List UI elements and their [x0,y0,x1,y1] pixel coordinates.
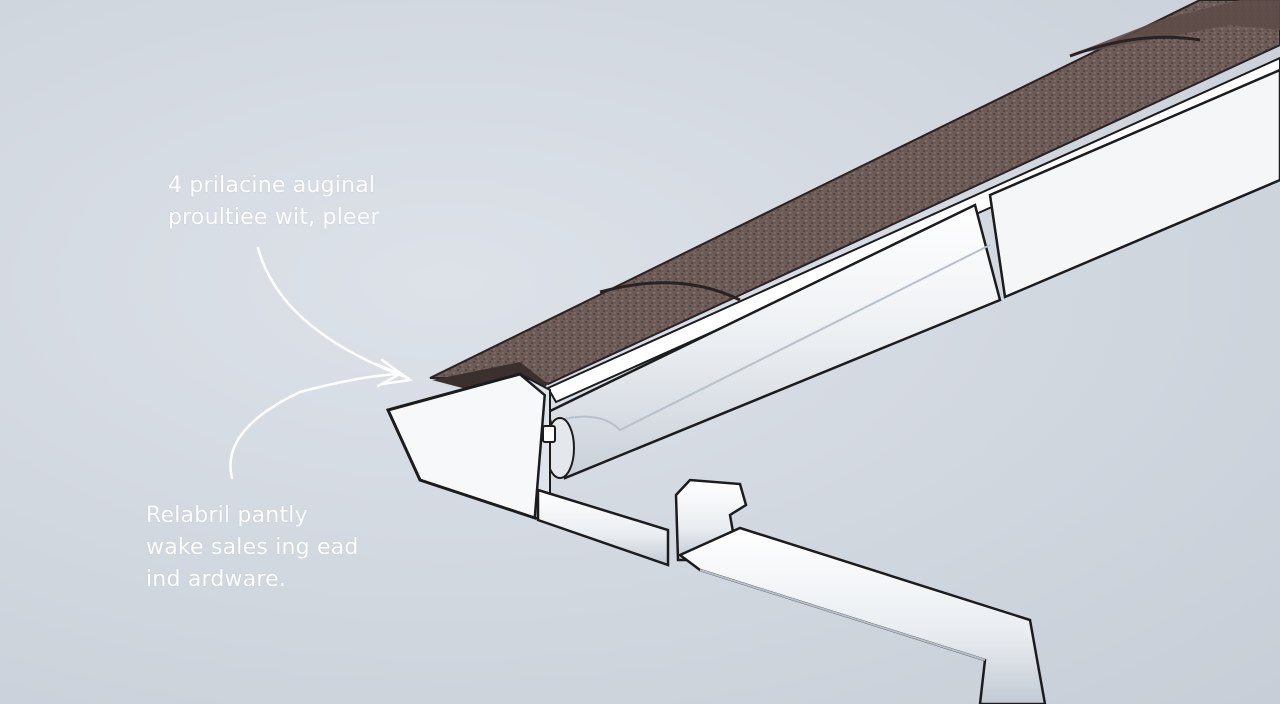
roof-shingles [429,0,1280,392]
callout-arrows [229,246,414,480]
callout-top-line-2: proultiee wit, pleer [168,205,380,230]
callout-text-top: 4 prilacine auginal proultiee wit, pleer [168,170,380,234]
callout-text-bottom: Relabril pantly wake sales ing ead ind a… [146,500,359,596]
callout-bottom-line-1: Relabril pantly [146,503,308,528]
downspout [536,478,1047,704]
fascia-board [546,56,1280,404]
callout-top-line-1: 4 prilacine auginal [168,173,376,198]
callout-bottom-line-2: wake sales ing ead [146,535,359,560]
callout-bottom-line-3: ind ardware. [146,567,287,592]
gutter-trough [545,68,1280,480]
gutter-end-cap [385,372,556,521]
